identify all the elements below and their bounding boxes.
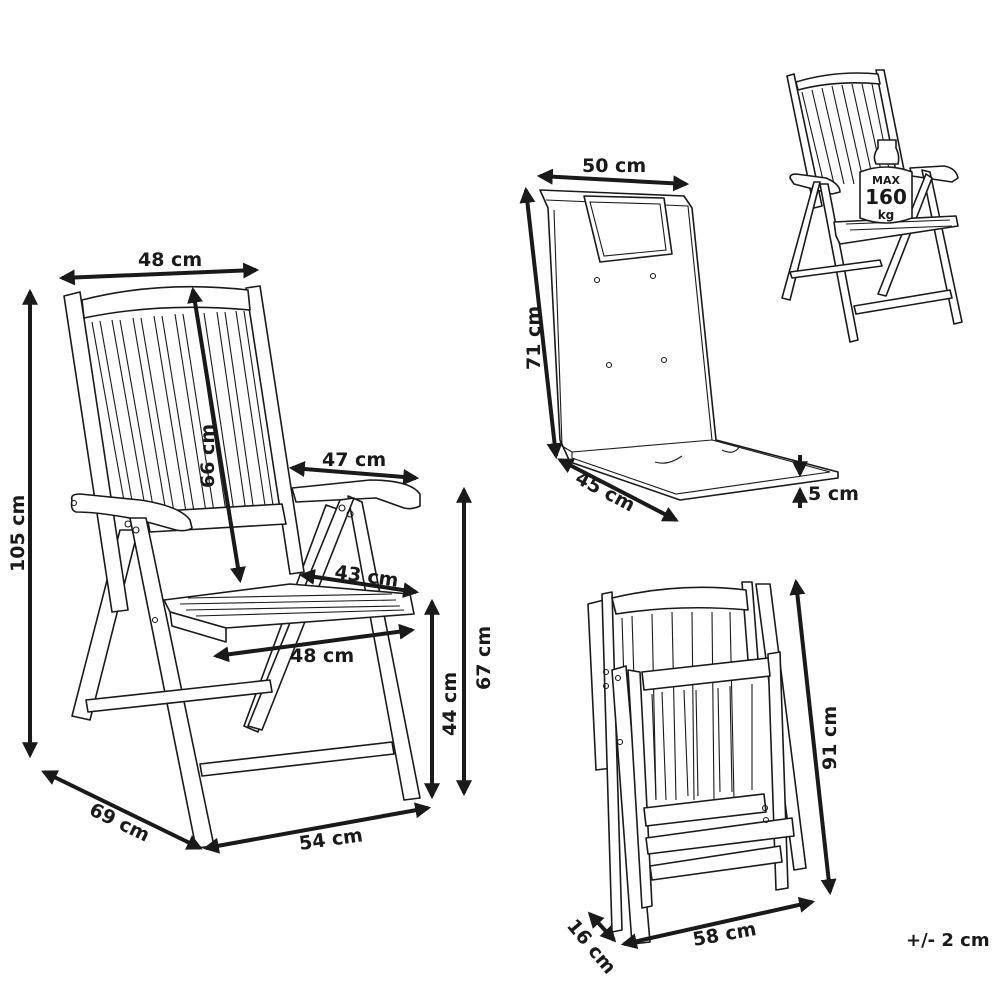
label-seat-width: 48 cm xyxy=(290,645,354,667)
load-unit-text: kg xyxy=(878,208,895,222)
load-chair-drawing: MAX 160 kg xyxy=(781,69,963,343)
dim-cushion-seat-depth xyxy=(557,458,679,522)
dim-cushion-width xyxy=(536,168,690,192)
label-cushion-length: 71 cm xyxy=(523,306,545,370)
main-chair-dimensions xyxy=(22,262,472,854)
backrest-slats xyxy=(91,310,275,513)
dim-folded-width xyxy=(620,896,816,950)
dim-depth xyxy=(41,770,203,850)
backrest-right-upright xyxy=(245,285,305,575)
folded-pivot-bolts xyxy=(602,668,770,824)
folded-chair-dimensions xyxy=(587,578,837,950)
label-seat-height: 44 cm xyxy=(439,672,461,736)
label-cushion-thickness: 5 cm xyxy=(808,483,859,505)
cushion-seat xyxy=(571,439,831,495)
folded-seat-top-rail xyxy=(641,657,771,691)
dim-backrest-height xyxy=(187,286,246,584)
main-chair-labels: 48 cm 105 cm 66 cm 47 cm 43 cm 48 cm 67 … xyxy=(7,249,495,855)
cushion-outline xyxy=(539,189,839,501)
label-backrest-height: 66 cm xyxy=(197,424,219,488)
front-left-leg xyxy=(129,517,215,849)
label-depth: 69 cm xyxy=(86,799,153,847)
dim-cushion-length xyxy=(519,186,563,460)
dim-backrest-width xyxy=(58,262,260,286)
label-total-height: 105 cm xyxy=(7,495,29,572)
label-cushion-width: 50 cm xyxy=(582,155,646,177)
cushion-dimensions xyxy=(519,168,808,522)
label-folded-height: 91 cm xyxy=(819,706,841,770)
dim-folded-thickness xyxy=(587,911,617,943)
tolerance-note: +/- 2 cm xyxy=(906,930,990,951)
backrest-left-upright xyxy=(63,291,129,613)
left-armrest xyxy=(70,493,193,532)
label-armrest-length: 47 cm xyxy=(322,449,386,471)
label-seat-depth: 43 cm xyxy=(333,561,400,592)
weight-icon: MAX 160 kg xyxy=(859,139,913,224)
label-backrest-width: 48 cm xyxy=(138,249,202,271)
dim-armrest-length xyxy=(288,461,420,485)
dim-seat-depth xyxy=(298,568,420,599)
load-value-text: 160 xyxy=(865,185,907,209)
dim-seat-width xyxy=(212,623,416,663)
label-armrest-height: 67 cm xyxy=(473,626,495,690)
load-max-text: MAX xyxy=(872,174,900,187)
dim-folded-height xyxy=(789,578,837,896)
rear-stretcher xyxy=(85,679,273,713)
cushion-headrest xyxy=(583,195,673,263)
folded-chair-drawing xyxy=(587,581,807,945)
label-folded-width: 58 cm xyxy=(691,918,758,951)
front-stretcher xyxy=(199,741,395,777)
dim-width xyxy=(202,802,432,854)
cushion-drawing xyxy=(539,189,839,501)
pivot-bolts xyxy=(70,499,354,624)
folded-top-rail xyxy=(611,586,749,615)
